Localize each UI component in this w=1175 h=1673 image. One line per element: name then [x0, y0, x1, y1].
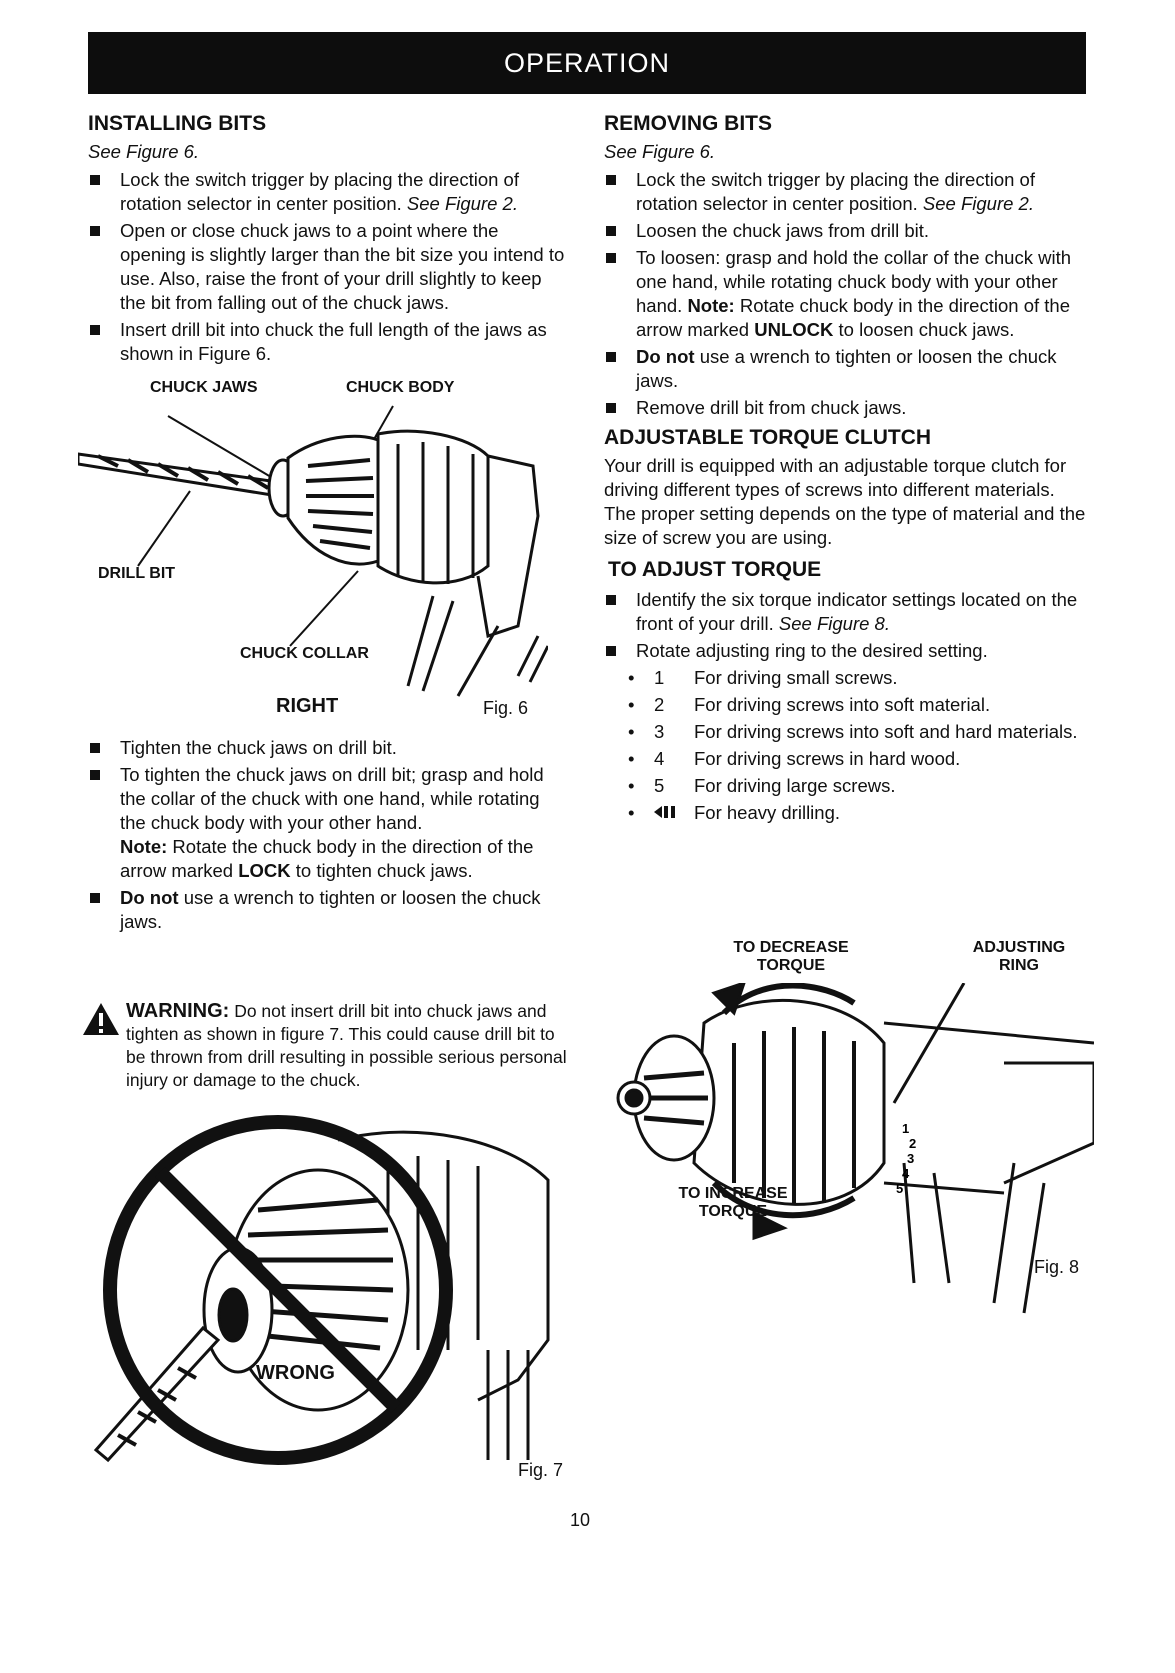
list-item: Remove drill bit from chuck jaws. — [604, 396, 1089, 420]
installing-bullets: Lock the switch trigger by placing the d… — [88, 168, 568, 366]
label-wrong: WRONG — [256, 1362, 335, 1384]
torque-clutch-text: Your drill is equipped with an adjustabl… — [604, 455, 1086, 548]
adjust-bullets: Identify the six torque indicator settin… — [604, 588, 1089, 663]
list-item: To tighten the chuck jaws on drill bit; … — [88, 763, 568, 883]
svg-text:2: 2 — [909, 1136, 916, 1151]
list-item: Lock the switch trigger by placing the d… — [88, 168, 568, 216]
page-number: 10 — [570, 1510, 591, 1530]
right-column: REMOVING BITS See Figure 6. Lock the swi… — [604, 110, 1089, 828]
fig6-caption: Fig. 6 — [483, 698, 529, 718]
svg-text:4: 4 — [902, 1166, 910, 1181]
figure-7: WRONG Fig. 7 — [88, 1100, 568, 1520]
list-item: Loosen the chuck jaws from drill bit. — [604, 219, 1089, 243]
drill-chuck-illustration — [78, 405, 548, 697]
fig8-caption: Fig. 8 — [1034, 1257, 1080, 1277]
torque-clutch-heading: ADJUSTABLE TORQUE CLUTCH — [604, 426, 932, 449]
figure-6: CHUCK JAWS CHUCK BODY DRILL BIT CHUCK CO… — [78, 372, 568, 732]
warning-label: WARNING: — [126, 1000, 230, 1022]
torque-adjust-illustration: 1 2 3 4 5 — [616, 983, 1094, 1314]
installing-bits-heading: INSTALLING BITS — [88, 112, 267, 135]
tightening-bullets: Tighten the chuck jaws on drill bit. To … — [88, 736, 568, 934]
list-item: •For heavy drilling. — [628, 802, 841, 823]
warning-icon — [83, 1003, 119, 1035]
label-right: RIGHT — [276, 695, 339, 717]
list-item: Insert drill bit into chuck the full len… — [88, 318, 568, 366]
list-item: Identify the six torque indicator settin… — [604, 588, 1089, 636]
list-item: Lock the switch trigger by placing the d… — [604, 168, 1089, 216]
left-column: INSTALLING BITS See Figure 6. Lock the s… — [78, 110, 568, 937]
label-chuck-collar: CHUCK COLLAR — [240, 645, 369, 662]
section-banner: OPERATION — [88, 32, 1086, 94]
removing-see-figure: See Figure 6. — [604, 141, 716, 162]
removing-bullets: Lock the switch trigger by placing the d… — [604, 168, 1089, 420]
list-item: Tighten the chuck jaws on drill bit. — [88, 736, 568, 760]
drill-symbol-icon — [654, 806, 675, 818]
list-item: Do not use a wrench to tighten or loosen… — [88, 886, 568, 934]
svg-text:5: 5 — [896, 1181, 903, 1196]
svg-text:1: 1 — [902, 1121, 909, 1136]
installing-see-figure: See Figure 6. — [88, 141, 200, 162]
list-item: Open or close chuck jaws to a point wher… — [88, 219, 568, 315]
label-chuck-body: CHUCK BODY — [346, 379, 455, 396]
adjust-torque-heading: TO ADJUST TORQUE — [608, 558, 822, 581]
fig7-caption: Fig. 7 — [518, 1460, 564, 1480]
wrong-usage-illustration — [93, 1115, 550, 1465]
list-item: To loosen: grasp and hold the collar of … — [604, 246, 1089, 342]
removing-bits-heading: REMOVING BITS — [604, 112, 773, 135]
warning-block: WARNING: Do not insert drill bit into ch… — [82, 1000, 572, 1092]
label-chuck-jaws: CHUCK JAWS — [150, 379, 258, 396]
label-drill-bit: DRILL BIT — [98, 565, 176, 582]
list-item: Rotate adjusting ring to the desired set… — [604, 639, 1089, 663]
warning-text: Do not insert drill bit into chuck jaws … — [126, 1001, 567, 1090]
svg-text:3: 3 — [907, 1151, 914, 1166]
list-item: Do not use a wrench to tighten or loosen… — [604, 345, 1089, 393]
